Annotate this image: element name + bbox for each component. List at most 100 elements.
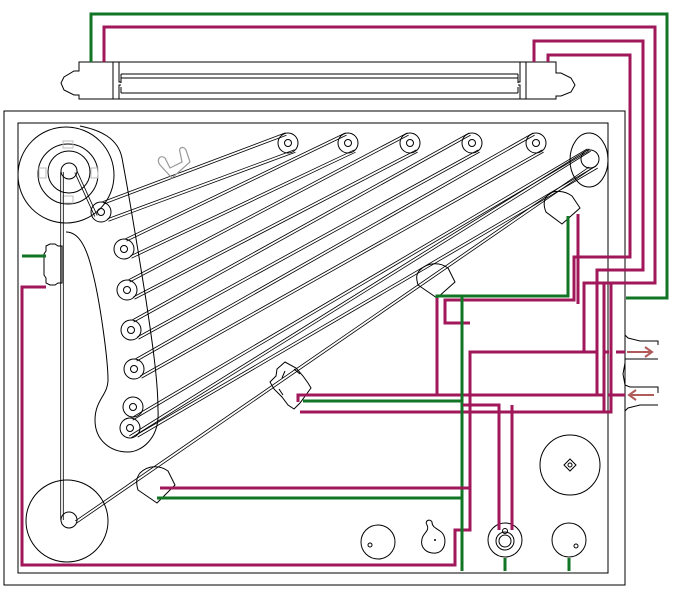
- belt-strand: [130, 149, 355, 257]
- belt-strand: [133, 149, 417, 298]
- guide-pulley: [122, 396, 144, 418]
- belt-strand: [125, 132, 346, 240]
- rail-left-end-cap: [60, 61, 114, 100]
- guide-pulley-axle: [468, 139, 476, 147]
- guide-pulley-axle: [284, 139, 292, 147]
- output-arrow-icon: [627, 346, 654, 358]
- knob-c-body[interactable]: [551, 522, 587, 558]
- wire-magenta: [300, 283, 613, 414]
- takeup-reel-outer: [25, 479, 109, 563]
- guide-pulley-axle: [123, 286, 131, 294]
- guide-pulley: [525, 132, 547, 154]
- capstan-outer: [569, 132, 609, 188]
- large-dial-body[interactable]: [539, 434, 601, 496]
- belt-strand: [107, 149, 295, 220]
- wire-magenta: [602, 281, 611, 413]
- belt-strand: [129, 134, 409, 283]
- belt-strand: [131, 151, 356, 259]
- belt-strand: [132, 150, 589, 421]
- guide-pulley: [120, 319, 142, 341]
- wiring: [20, 12, 669, 571]
- knob-a-dot: [367, 542, 373, 548]
- supply-reel-spindle: [60, 162, 78, 180]
- belt-strand: [76, 168, 591, 524]
- guide-pulley-axle: [97, 208, 105, 216]
- wire-magenta: [296, 39, 645, 402]
- guide-pulley-axle: [532, 139, 540, 147]
- guide-pulley: [116, 279, 138, 301]
- jack-socket[interactable]: [487, 522, 523, 558]
- belt-strand: [134, 151, 418, 300]
- guide-pulley: [461, 132, 483, 154]
- knob-b[interactable]: [421, 519, 446, 554]
- tape-head-middle: [416, 263, 456, 299]
- knob-b-body[interactable]: [421, 519, 446, 554]
- guide-pulley-axle: [127, 326, 135, 334]
- belt-strand: [136, 134, 535, 362]
- tape-head-lower: [136, 466, 176, 504]
- supply-reel-mid: [37, 143, 99, 205]
- belt-strand: [135, 132, 534, 360]
- reel-tab-right: [90, 167, 99, 179]
- input-arrow-icon: [627, 389, 654, 401]
- belt-strand: [138, 151, 480, 340]
- guide-pulley-axle: [120, 245, 128, 253]
- top-rail-assembly: [60, 61, 576, 100]
- knob-b-dot: [434, 539, 436, 541]
- wire-green: [89, 12, 669, 300]
- rail-body: [113, 61, 526, 100]
- jack-notch: [502, 528, 508, 534]
- belt-strand: [108, 151, 296, 222]
- tape-clip-icon: [157, 146, 191, 179]
- guide-pulley-axle: [406, 139, 414, 147]
- supply-reel: [17, 126, 115, 224]
- belt-strand: [140, 149, 543, 377]
- belt-strand: [137, 167, 598, 438]
- guide-pulley-axle: [129, 403, 137, 411]
- jack-ring: [495, 531, 515, 551]
- belt-strand: [136, 165, 597, 436]
- guide-pulley-axle: [126, 424, 134, 432]
- rail-inner-lips: [112, 62, 527, 99]
- jack-outer[interactable]: [487, 522, 523, 558]
- input-arrow: [627, 389, 654, 401]
- inner-chassis: [17, 122, 609, 574]
- guide-pulley: [277, 132, 299, 154]
- takeup-reel: [25, 479, 109, 563]
- rail-right-end-cap: [526, 61, 576, 100]
- guide-pulley: [337, 132, 359, 154]
- knob-c-dot: [573, 543, 579, 549]
- belt-strand: [126, 134, 347, 242]
- guide-pulley: [119, 417, 141, 439]
- knob-a-body[interactable]: [360, 524, 396, 560]
- belt-strand: [129, 148, 590, 437]
- belt-strand: [132, 132, 470, 321]
- guide-pulley: [399, 132, 421, 154]
- belt-strand: [102, 132, 286, 203]
- reel-tab-top: [62, 140, 74, 149]
- belt-strand: [74, 172, 96, 217]
- supply-reel-outer: [17, 126, 115, 224]
- reel-tab-bottom: [62, 195, 74, 204]
- capstan-roller: [569, 132, 609, 188]
- knob-a[interactable]: [360, 524, 396, 560]
- belt-strand: [130, 150, 591, 439]
- large-dial[interactable]: [539, 434, 601, 496]
- tape-head-upper: [543, 190, 581, 225]
- belt-strand: [76, 171, 98, 216]
- wire-magenta: [443, 53, 632, 325]
- guide-pulley-axle: [130, 365, 138, 373]
- tape-plate: [65, 125, 159, 453]
- output-arrow: [627, 346, 654, 358]
- wire-magenta: [463, 403, 501, 530]
- knob-c[interactable]: [551, 522, 587, 558]
- belt-strand: [133, 134, 471, 323]
- large-dial-hub: [567, 462, 573, 468]
- belt-strand: [137, 149, 479, 338]
- guide-pulley: [123, 358, 145, 380]
- capstan-inner: [580, 149, 600, 169]
- outer-chassis: [3, 110, 626, 586]
- supply-reel-hub: [47, 150, 91, 194]
- belt-strand: [75, 166, 590, 522]
